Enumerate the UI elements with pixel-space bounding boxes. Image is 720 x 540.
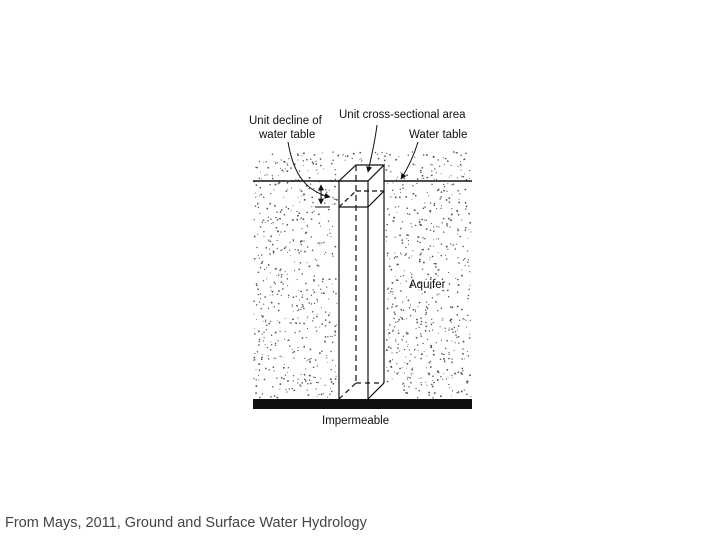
impermeable-layer [253, 399, 472, 409]
water-table-leader [400, 141, 419, 180]
cross-section-label: Unit cross-sectional area [339, 109, 466, 121]
aquifer-stipple [253, 151, 472, 399]
unit-decline-label-line1: Unit decline of [249, 115, 323, 127]
cross-section-leader [366, 124, 378, 173]
water-table-label: Water table [409, 129, 467, 141]
unit-decline-leader [287, 141, 331, 199]
source-caption: From Mays, 2011, Ground and Surface Wate… [5, 515, 367, 531]
aquifer-label: Aquifer [409, 279, 446, 291]
unit-decline-label-line2: water table [258, 129, 315, 141]
impermeable-label: Impermeable [322, 415, 389, 427]
unit-column [337, 164, 386, 400]
